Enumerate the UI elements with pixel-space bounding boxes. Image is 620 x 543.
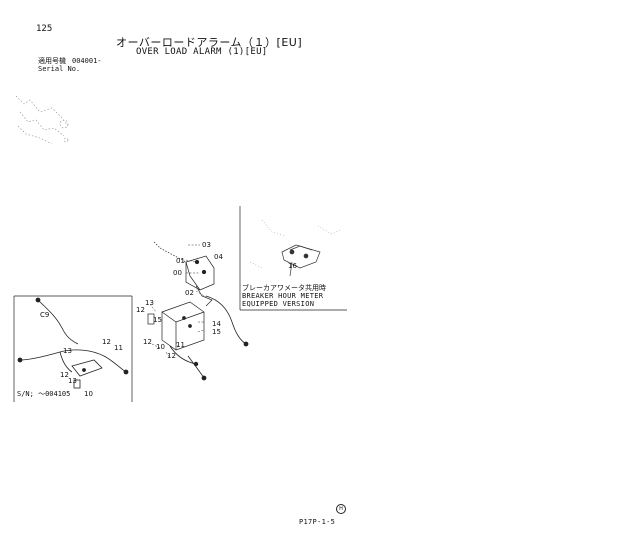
- callout-12e: 12: [60, 371, 69, 379]
- hour-meter-bracket-sketch: [281, 244, 321, 277]
- callout-00: 00: [173, 269, 182, 277]
- main-harness: [169, 295, 249, 381]
- title-english: OVER LOAD ALARM (1)[EU]: [136, 47, 268, 57]
- breaker-label-english-line2: EQUIPPED VERSION: [242, 300, 315, 308]
- callout-04: 04: [214, 253, 223, 261]
- page-number: 125: [36, 24, 53, 34]
- callout-11a: 11: [176, 341, 185, 349]
- title-japanese: オーバーロードアラーム（１）[EU]: [116, 36, 303, 49]
- callout-02: 02: [185, 289, 194, 297]
- callout-13c: 13: [68, 377, 77, 385]
- callout-03: 03: [202, 241, 211, 249]
- callout-01: 01: [176, 257, 185, 265]
- hitachi-logo-icon: H: [336, 504, 346, 514]
- callout-numbers: 03 01 04 00 02 13 12 15 14 15 12 10 11 1…: [40, 241, 297, 398]
- callout-13b: 13: [63, 347, 72, 355]
- serial-range-label: S/N; ～004105: [17, 390, 71, 398]
- leader-lines: [149, 244, 207, 359]
- breaker-label-english-line1: BREAKER HOUR METER: [242, 292, 324, 300]
- callout-12a: 12: [136, 306, 145, 314]
- serial-label-japanese: 適用号機: [38, 57, 66, 65]
- callout-14: 14: [212, 320, 221, 328]
- callout-12c: 12: [167, 352, 176, 360]
- breaker-label-japanese: ブレーカアワメータ共用時: [242, 284, 326, 292]
- serial-label-english: Serial No.: [38, 65, 81, 73]
- page-code: P17P-1-5: [299, 518, 336, 526]
- serial-inset: [13, 295, 133, 402]
- callout-10a: 10: [156, 343, 165, 351]
- breaker-inset: [239, 206, 347, 311]
- switch-box: [147, 301, 205, 351]
- serial-value: 004001-: [72, 57, 102, 65]
- machine-sketch: [15, 95, 69, 145]
- callout-11b: 11: [114, 344, 123, 352]
- inset-harness: [17, 297, 129, 389]
- callout-10b: 10: [84, 390, 93, 398]
- callout-15a: 15: [153, 316, 162, 324]
- callout-12b: 12: [143, 338, 152, 346]
- callout-12d: 12: [102, 338, 111, 346]
- callout-16: 16: [288, 262, 297, 270]
- main-bracket: [153, 241, 215, 307]
- inset-sketch-dots: [249, 219, 341, 269]
- callout-13a: 13: [145, 299, 154, 307]
- callout-15b: 15: [212, 328, 221, 336]
- callout-c9: C9: [40, 311, 49, 319]
